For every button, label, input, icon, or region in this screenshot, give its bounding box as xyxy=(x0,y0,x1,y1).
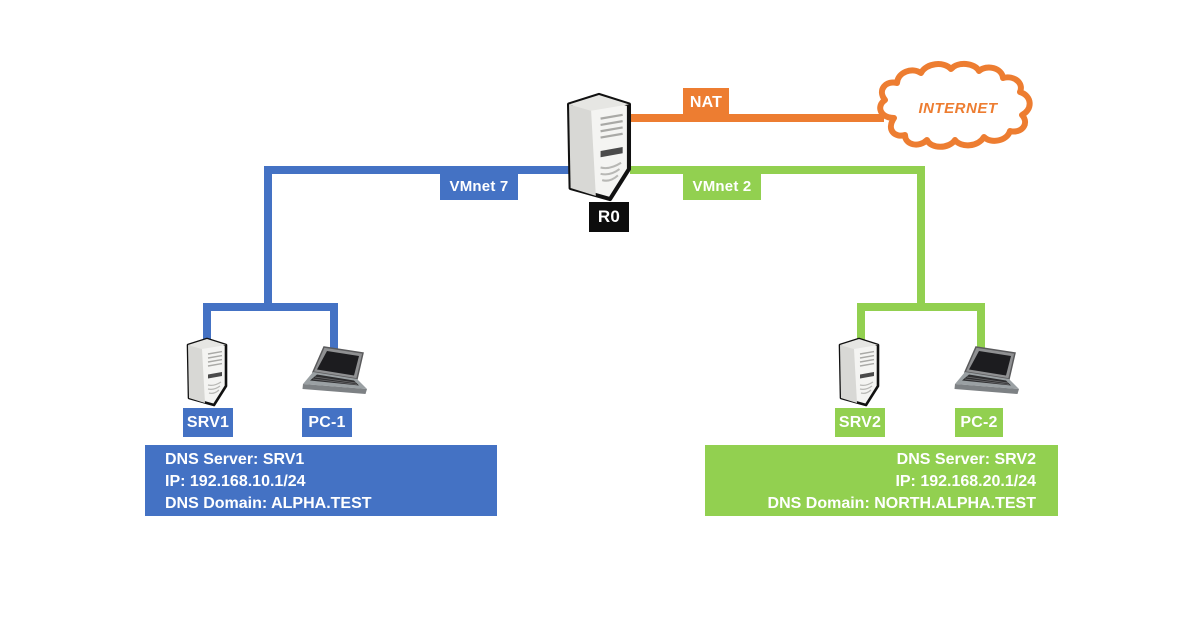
vmnet7-label-text: VMnet 7 xyxy=(449,178,509,195)
pc1-label: PC-1 xyxy=(302,408,352,437)
router-label-text: R0 xyxy=(597,207,621,226)
pc2-device xyxy=(948,346,1024,402)
vmnet7-branch-horizontal xyxy=(203,303,338,311)
right-info-ip: IP: 192.168.20.1/24 xyxy=(895,473,1036,490)
vmnet7-label: VMnet 7 xyxy=(440,173,518,200)
srv2-device xyxy=(833,336,885,408)
srv2-label-text: SRV2 xyxy=(838,413,882,431)
pc1-device xyxy=(296,346,372,402)
pc2-label-text: PC-2 xyxy=(960,413,998,431)
internet-label: INTERNET xyxy=(919,100,999,117)
vmnet7-link-vertical xyxy=(264,166,272,311)
vmnet7-drop-srv1 xyxy=(203,308,211,350)
vmnet2-link-horizontal xyxy=(630,166,925,174)
pc2-laptop-screen xyxy=(969,351,1011,376)
left-subnet-info-box: DNS Server: SRV1 IP: 192.168.10.1/24 DNS… xyxy=(145,445,497,516)
srv2-label: SRV2 xyxy=(835,408,885,437)
pc1-laptop-front-edge xyxy=(302,384,367,394)
left-info-dns-domain: DNS Domain: ALPHA.TEST xyxy=(165,495,372,512)
vmnet2-branch-horizontal xyxy=(857,303,985,311)
left-info-ip: IP: 192.168.10.1/24 xyxy=(165,473,306,490)
srv1-label-text: SRV1 xyxy=(186,413,230,431)
right-info-dns-server: DNS Server: SRV2 xyxy=(896,451,1036,468)
srv1-device xyxy=(181,336,233,408)
pc2-laptop-front-edge xyxy=(954,384,1019,394)
vmnet2-drop-srv2 xyxy=(857,308,865,350)
pc1-laptop-screen xyxy=(317,351,359,376)
right-info-dns-domain: DNS Domain: NORTH.ALPHA.TEST xyxy=(767,495,1036,512)
vmnet2-label-text: VMnet 2 xyxy=(692,178,752,195)
right-subnet-info-box: DNS Server: SRV2 IP: 192.168.20.1/24 DNS… xyxy=(705,445,1058,516)
internet-cloud: INTERNET xyxy=(872,60,1044,162)
nat-link-horizontal xyxy=(622,114,884,122)
nat-label-text: NAT xyxy=(689,93,723,111)
left-info-dns-server: DNS Server: SRV1 xyxy=(165,451,305,468)
srv1-label: SRV1 xyxy=(183,408,233,437)
cloud-outline xyxy=(877,61,1033,150)
vmnet2-label: VMnet 2 xyxy=(683,173,761,200)
nat-label: NAT xyxy=(683,88,729,117)
vmnet7-drop-pc1 xyxy=(330,308,338,358)
vmnet2-link-vertical xyxy=(917,166,925,311)
router-label: R0 xyxy=(589,202,629,232)
vmnet2-drop-pc2 xyxy=(977,308,985,358)
vmnet7-link-horizontal xyxy=(268,166,570,174)
router-device xyxy=(558,86,640,208)
pc1-label-text: PC-1 xyxy=(308,413,346,431)
pc2-label: PC-2 xyxy=(955,408,1003,437)
